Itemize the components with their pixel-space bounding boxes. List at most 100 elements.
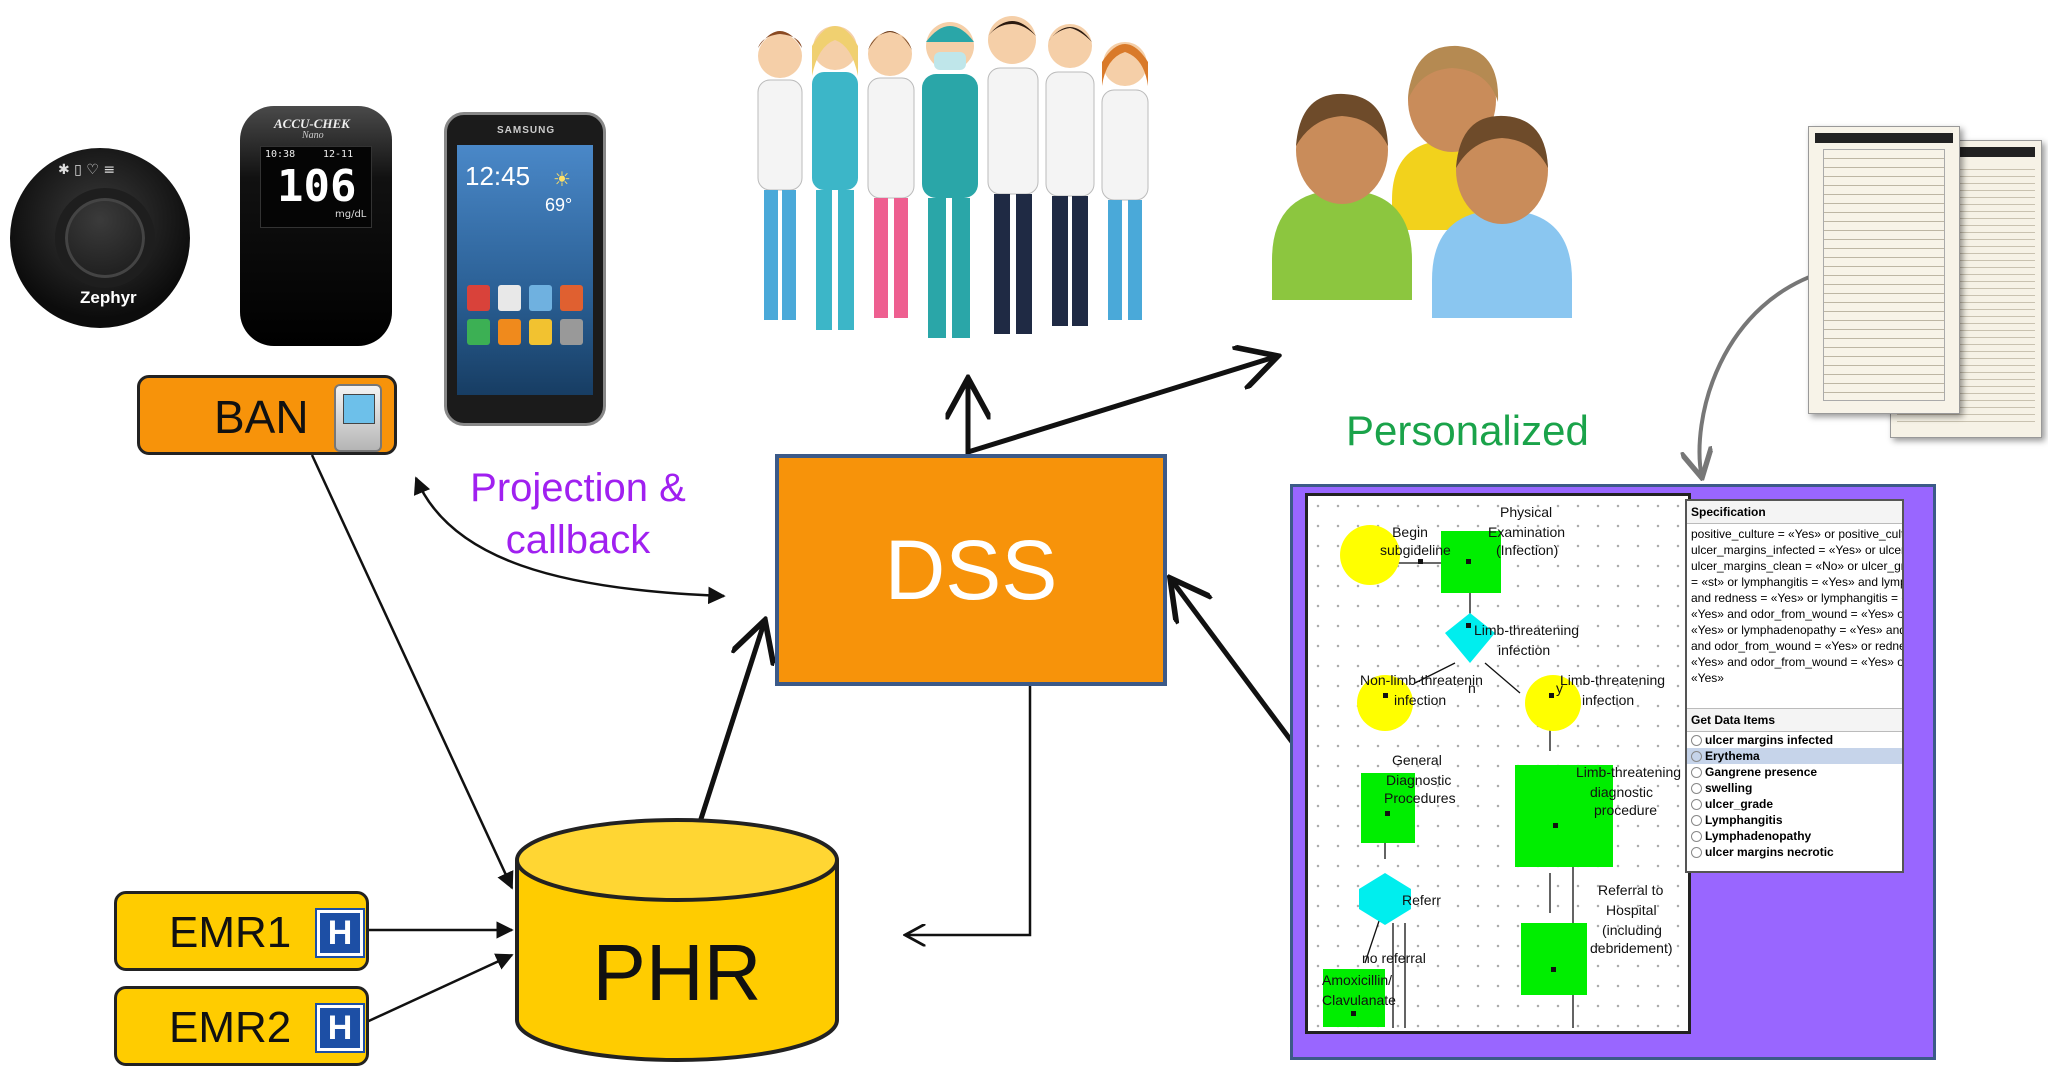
emr1-label: EMR1 [169,908,292,957]
specification-line: = «st» or lymphangitis = «Yes» and lymph… [1691,575,1902,589]
fc-non-limb: Non-limb-threatenin [1360,672,1483,688]
fc-non-limb-2: infection [1394,692,1447,708]
fc-physical-2: Examination [1488,524,1566,540]
data-items-list: ulcer margins infected Erythema Gangrene… [1687,732,1902,860]
list-item[interactable]: Lymphadenopathy [1687,828,1902,844]
specification-line: «Yes» and odor_from_wound = «Yes» or swe… [1691,655,1904,669]
list-item[interactable]: Gangrene presence [1687,764,1902,780]
fc-general-3: Procedures [1384,790,1456,806]
user-icon [1272,93,1412,300]
list-item[interactable]: ulcer_grade [1687,796,1902,812]
zephyr-sensor: ✱ ▯ ♡ ≡ Zephyr [10,148,190,328]
dss-to-phr-arrow [905,680,1032,935]
fc-referral-hosp-1: Referral to [1598,882,1664,898]
fc-general-1: General [1392,752,1442,768]
fc-general-2: Diagnostic [1386,772,1452,788]
glucometer-model: Nano [302,130,324,141]
item-label: ulcer margins infected [1705,733,1834,747]
amox-node [1323,969,1385,1027]
specification-line: «Yes» or lymphadenopathy = «Yes» and swe… [1691,623,1904,637]
item-icon [1691,831,1702,843]
specification-lines: positive_culture = «Yes» or positive_cul… [1687,524,1902,686]
flowchart [1323,525,1613,1028]
fc-physical-3: (Infection) [1496,542,1559,558]
clinician-figure [1101,42,1149,320]
fc-limb-right: Limb-threatening [1560,672,1666,688]
specification-line: positive_culture = «Yes» or positive_cul… [1691,527,1902,541]
specification-line: «Yes» and odor_from_wound = «Yes» or lym… [1691,607,1904,621]
glucometer-date: 12-11 [323,149,354,160]
fc-n-label: n [1468,680,1476,696]
fc-limb-diag-3: procedure [1594,802,1658,818]
item-label: ulcer margins necrotic [1705,845,1834,859]
item-icon [1691,799,1702,811]
referral-hosp-node [1521,923,1587,995]
phr-label: PHR [593,928,762,1017]
phone-brand: SAMSUNG [497,125,556,136]
glucometer-brand: ACCU-CHEK [274,116,350,131]
zephyr-brand: Zephyr [80,288,137,307]
glucometer: ACCU-CHEK Nano 10:38 12-11 106 mg/dL [240,106,392,346]
phr-node: PHR [515,818,839,1062]
limb-node [1525,675,1581,731]
clinician-figure [867,31,915,318]
emr1-node: EMR1 H [114,891,369,971]
glucometer-value: 106 [277,161,357,212]
list-item[interactable]: swelling [1687,780,1902,796]
limb-diag-node [1515,765,1613,867]
item-label: Lymphadenopathy [1705,829,1812,843]
fc-limb-right-2: infection [1582,692,1635,708]
item-icon [1691,815,1702,827]
ban-label: BAN [214,391,309,443]
fc-referral-hosp-3: (including [1602,922,1662,938]
projection-callback-label: Projection & callback [448,462,708,566]
limb-threat-decision [1445,613,1495,663]
personalized-label: Personalized [1346,407,1589,454]
general-diag-node [1361,773,1415,843]
surgeon-figure [922,22,978,338]
hospital-icon: H [315,908,365,958]
list-item[interactable]: ulcer margins necrotic [1687,844,1902,860]
fc-referral-hosp-4: debridement) [1590,940,1673,956]
clinician-figure [1045,24,1095,326]
list-item[interactable]: Erythema [1687,748,1902,764]
dss-to-patients-arrow [967,356,1278,455]
list-item[interactable]: ulcer margins infected [1687,732,1902,748]
phone-weather-icon: ☀ [553,167,571,191]
phr-to-dss-arrow [697,620,765,823]
phone-time: 12:45 [465,161,531,191]
fc-amox-2: Clavulanate [1322,992,1396,1008]
referral-decision [1359,873,1411,925]
specification-line: ulcer_margins_clean = «No» or ulcer_grad… [1691,559,1904,573]
item-label: Gangrene presence [1705,765,1818,779]
fc-limb-diag-1: Limb-threatening [1576,764,1682,780]
item-label: Erythema [1705,749,1760,763]
clinician-figure [987,16,1039,334]
fc-referral-hosp-2: Hospital [1606,902,1657,918]
item-icon [1691,735,1702,747]
fc-begin-label: Begin subgideline [1380,524,1451,558]
fc-no-referral: no referral [1362,950,1426,966]
fc-y-label: y [1556,680,1563,696]
fc-amox-1: Amoxicillin/ [1322,972,1393,988]
dss-node: DSS [775,454,1167,686]
hospital-icon: H [315,1003,365,1053]
fc-referral: Referr [1402,892,1441,908]
specification-line: «Yes» [1691,671,1724,685]
item-label: swelling [1705,781,1753,795]
item-label: ulcer_grade [1705,797,1774,811]
list-item[interactable]: Lymphangitis [1687,812,1902,828]
clinician-figure [812,26,858,330]
sensor-status-icons: ✱ ▯ ♡ ≡ [58,162,116,178]
pda-icon [334,384,382,452]
item-icon [1691,847,1702,859]
data-items-title: Get Data Items [1687,708,1902,732]
callback-label: callback [505,518,651,562]
phone-temp: 69° [545,195,573,215]
specification-line: and redness = «Yes» or lymphangitis = «Y… [1691,591,1902,605]
glucometer-time: 10:38 [265,149,296,160]
fc-infection: infection [1498,642,1551,658]
emr2-node: EMR2 H [114,986,369,1066]
item-icon [1691,783,1702,795]
specification-title: Specification [1687,501,1902,524]
